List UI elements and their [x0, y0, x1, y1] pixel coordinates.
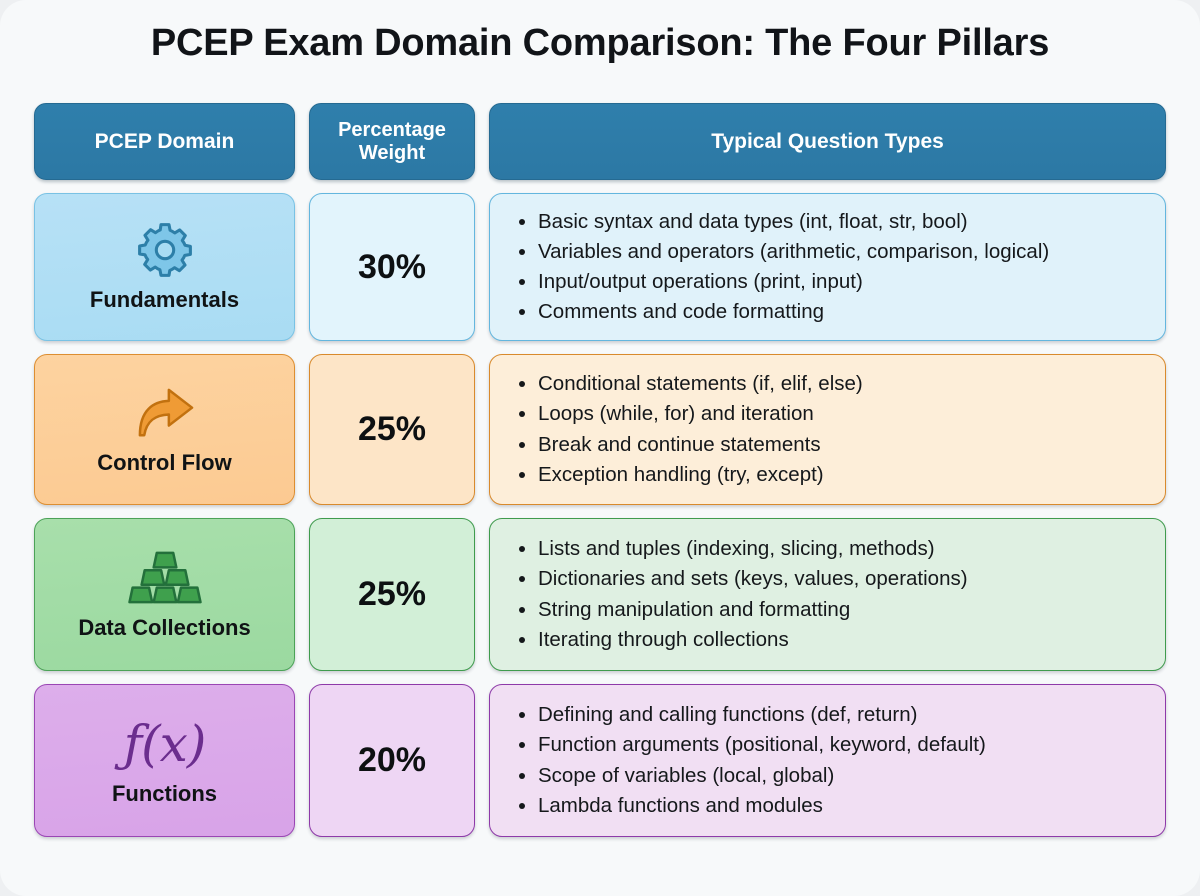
list-item: Lists and tuples (indexing, slicing, met…: [538, 534, 968, 564]
table-row: ƒ(x) Functions 20% Defining and calling …: [34, 684, 1166, 837]
weight-value: 30%: [357, 247, 427, 286]
list-item: Dictionaries and sets (keys, values, ope…: [538, 564, 968, 594]
weight-value: 25%: [357, 410, 427, 448]
question-types-cell-fundamentals: Basic syntax and data types (int, float,…: [489, 193, 1166, 341]
list-item: Basic syntax and data types (int, float,…: [538, 207, 1049, 237]
list-item: Exception handling (try, except): [538, 460, 863, 490]
header-pcep-domain: PCEP Domain: [34, 103, 295, 180]
weight-cell-functions: 20%: [309, 684, 475, 837]
question-types-cell-functions: Defining and calling functions (def, ret…: [489, 684, 1166, 837]
question-types-list: Conditional statements (if, elif, else) …: [512, 369, 863, 490]
weight-cell-fundamentals: 30%: [309, 193, 475, 341]
list-item: Break and continue statements: [538, 430, 863, 460]
question-types-list: Basic syntax and data types (int, float,…: [512, 207, 1049, 328]
header-typical-question-types: Typical Question Types: [489, 103, 1166, 180]
curved-arrow-icon: [134, 380, 196, 446]
list-item: Defining and calling functions (def, ret…: [538, 700, 986, 730]
table-row: Control Flow 25% Conditional statements …: [34, 354, 1166, 505]
question-types-list: Lists and tuples (indexing, slicing, met…: [512, 534, 968, 655]
page-title: PCEP Exam Domain Comparison: The Four Pi…: [150, 22, 1050, 64]
table-header-row: PCEP Domain Percentage Weight Typical Qu…: [34, 103, 1166, 180]
list-item: Variables and operators (arithmetic, com…: [538, 237, 1049, 267]
question-types-list: Defining and calling functions (def, ret…: [512, 700, 986, 821]
domain-label: Data Collections: [78, 614, 251, 640]
list-item: Lambda functions and modules: [538, 791, 986, 821]
stacked-bars-icon: [127, 545, 202, 611]
list-item: Loops (while, for) and iteration: [538, 399, 863, 429]
list-item: Conditional statements (if, elif, else): [538, 369, 863, 399]
fx-icon-text: ƒ(x): [123, 714, 207, 773]
domain-label: Fundamentals: [89, 287, 240, 312]
fx-icon: ƒ(x): [123, 711, 207, 777]
list-item: Scope of variables (local, global): [538, 761, 986, 791]
question-types-cell-control-flow: Conditional statements (if, elif, else) …: [489, 354, 1166, 505]
weight-cell-data-collections: 25%: [309, 518, 475, 671]
table-row: Data Collections 25% Lists and tuples (i…: [34, 518, 1166, 671]
list-item: String manipulation and formatting: [538, 595, 968, 625]
list-item: Iterating through collections: [538, 625, 968, 655]
list-item: Function arguments (positional, keyword,…: [538, 730, 986, 760]
list-item: Input/output operations (print, input): [538, 267, 1049, 297]
question-types-cell-data-collections: Lists and tuples (indexing, slicing, met…: [489, 518, 1166, 671]
gear-icon: [136, 217, 194, 283]
domain-cell-functions: ƒ(x) Functions: [34, 684, 295, 837]
weight-value: 20%: [357, 741, 427, 779]
domain-cell-fundamentals: Fundamentals: [34, 193, 295, 341]
domain-label: Functions: [111, 780, 218, 806]
weight-value: 25%: [357, 575, 427, 613]
header-percentage-weight: Percentage Weight: [309, 103, 475, 180]
comparison-table: PCEP Domain Percentage Weight Typical Qu…: [34, 103, 1166, 850]
table-row: Fundamentals 30% Basic syntax and data t…: [34, 193, 1166, 341]
domain-cell-control-flow: Control Flow: [34, 354, 295, 505]
weight-cell-control-flow: 25%: [309, 354, 475, 505]
domain-cell-data-collections: Data Collections: [34, 518, 295, 671]
list-item: Comments and code formatting: [538, 297, 1049, 327]
domain-label: Control Flow: [97, 449, 232, 475]
